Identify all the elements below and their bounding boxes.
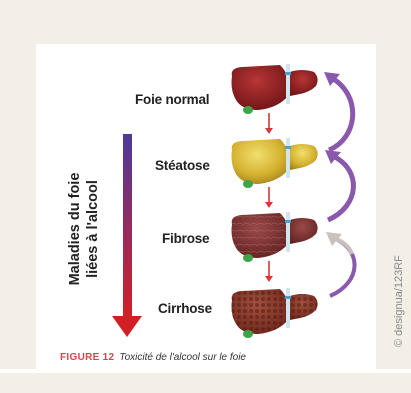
caption-text: Toxicité de l'alcool sur le foie — [119, 352, 246, 363]
curved-arrow-icon — [326, 232, 355, 296]
liver-normal-icon — [232, 64, 318, 114]
down-arrow-icon — [265, 187, 273, 208]
image-credit: © designua/123RF — [393, 255, 405, 347]
liver-steatosis-icon — [232, 138, 318, 188]
figure-caption: FIGURE 12 Toxicité de l'alcool sur le foi… — [60, 352, 246, 363]
liver-cirrhosis-icon — [232, 288, 318, 338]
down-arrow-icon — [265, 261, 273, 282]
liver-fibrosis-icon — [232, 212, 318, 262]
down-arrow-icon — [265, 113, 273, 134]
curved-arrow-icon — [325, 150, 353, 220]
caption-number: FIGURE 12 — [60, 352, 114, 363]
curved-arrow-icon — [324, 72, 353, 150]
